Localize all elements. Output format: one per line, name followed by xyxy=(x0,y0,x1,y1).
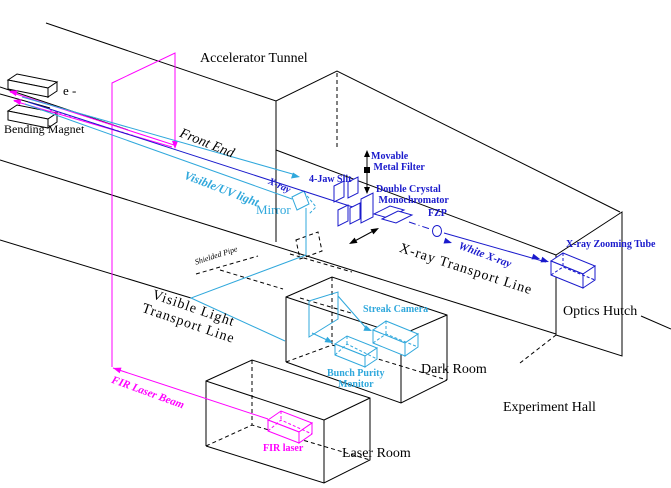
accelerator-tunnel-top-edges xyxy=(45,22,621,213)
accelerator-tunnel-label: Accelerator Tunnel xyxy=(200,51,308,66)
monochromator-shape xyxy=(360,192,414,224)
magenta-arrowheads xyxy=(9,90,178,374)
uv-light-arrow-icon xyxy=(291,172,300,179)
mono-arrow-icon xyxy=(349,237,358,244)
dark-room-label: Dark Room xyxy=(421,362,487,377)
xray-arrow-icon xyxy=(540,256,549,263)
visible-light-duct xyxy=(189,254,307,342)
x-ray-zooming-tube-label: X-ray Zooming Tube xyxy=(566,239,656,250)
fir-laser-path xyxy=(9,52,269,420)
laser-beam-diagonal xyxy=(112,367,269,420)
fir-laser-box xyxy=(266,410,314,444)
bunch-purity-monitor-label: Bunch Purity Monitor xyxy=(327,368,385,391)
experiment-hall-label: Experiment Hall xyxy=(503,400,596,415)
electron-beam-label: e - xyxy=(63,83,77,98)
laser-arrow-exit-icon xyxy=(13,99,22,106)
mono-arrow-icon xyxy=(370,228,379,235)
mirror-hidden-edge xyxy=(303,191,317,215)
white-xray-line xyxy=(443,232,547,263)
optics-hutch-box xyxy=(555,211,623,357)
laser-room-hidden-edges xyxy=(205,360,371,461)
optics-hutch-label: Optics Hutch xyxy=(563,304,638,319)
light-to-bpm-line xyxy=(311,332,328,341)
fzp-shape xyxy=(432,225,442,237)
laser-arrow-exit-icon xyxy=(9,90,18,97)
optics-hutch-hidden-edge xyxy=(519,334,557,364)
visible-light-path xyxy=(21,96,367,342)
xray-beam xyxy=(27,101,547,263)
blue-arrowheads xyxy=(443,237,549,263)
building-outlines xyxy=(0,22,671,484)
shielded-pipe-dashes xyxy=(195,231,353,314)
laser-beam-to-magnet xyxy=(9,91,175,146)
transport-tunnel-front-edge xyxy=(275,149,557,256)
laser-room-label: Laser Room xyxy=(342,446,411,461)
white-xray-arrow-icon xyxy=(443,237,452,244)
four-jaw-slit-shape xyxy=(333,176,361,227)
laser-shield-plane xyxy=(111,52,176,367)
bending-magnet-shape xyxy=(6,73,59,129)
dark-room-hidden-edges xyxy=(285,277,448,381)
darkroom-window xyxy=(308,291,339,338)
black-arrowheads xyxy=(349,150,379,244)
experiment-hall-wall-line xyxy=(0,159,557,335)
electron-beam-line2 xyxy=(0,93,51,109)
laser-arrow-corner-icon xyxy=(113,367,122,374)
streak-camera-label: Streak Camera xyxy=(363,304,429,315)
visible-light-upper-ray xyxy=(21,96,297,176)
movable-metal-filter-label: Movable Metal Filter xyxy=(371,151,425,174)
metal-filter-element xyxy=(364,167,370,173)
streak-camera-box xyxy=(371,320,420,357)
mirror-label: Mirror xyxy=(256,202,291,217)
streak-arrow-icon xyxy=(363,325,372,331)
xray-zooming-tube-box xyxy=(549,252,597,289)
bpm-arrow-icon xyxy=(324,336,333,343)
xray-main-line xyxy=(27,101,363,211)
visible-light-lower-ray xyxy=(24,103,293,200)
laser-beam-to-magnet2 xyxy=(13,100,173,148)
cyan-arrowheads xyxy=(291,172,372,343)
filter-arrow-down-icon xyxy=(364,187,370,194)
bending-magnet-label: Bending Magnet xyxy=(4,122,85,136)
filter-arrow-up-icon xyxy=(364,150,370,157)
hall-floor-line xyxy=(0,239,192,299)
xray-dashdot-line xyxy=(408,221,431,230)
monochromator-label: Double Crystal Monochromator xyxy=(376,184,449,207)
light-to-streak-line xyxy=(337,295,367,329)
mirror-shape xyxy=(291,190,310,211)
optics-hutch-pointer-line xyxy=(640,315,671,330)
bunch-purity-monitor-box xyxy=(333,335,379,368)
fir-laser-label: FIR laser xyxy=(263,443,304,454)
beamline-components xyxy=(333,176,597,289)
laser-room-box xyxy=(205,359,371,484)
four-jaw-slit-label: 4-Jaw Slit xyxy=(309,174,352,185)
laser-arrow-down-icon xyxy=(172,141,178,149)
xray-arrow-icon xyxy=(531,253,540,260)
fzp-label: FZP xyxy=(428,208,447,219)
